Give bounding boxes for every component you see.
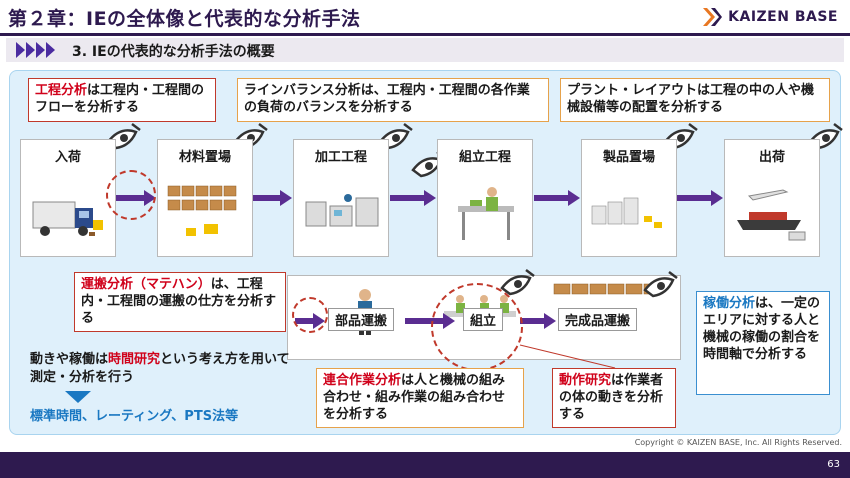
time-study-highlight: 時間研究	[108, 352, 161, 367]
note-combined-work: 連合作業分析は人と機械の組み合わせ・組み作業の組み合わせを分析する	[316, 368, 524, 428]
note-text: は、工程内・工程間の運搬の仕方を分析する	[81, 277, 277, 326]
flow-arrow	[677, 190, 723, 206]
process-label: 入荷	[54, 150, 81, 165]
chevron-icon	[26, 42, 35, 58]
copyright: Copyright © KAIZEN BASE, Inc. All Rights…	[634, 438, 842, 447]
note-text: は工程内・工程間のフローを分析する	[35, 83, 205, 115]
process-label: 加工工程	[314, 150, 367, 165]
note-handling-analysis: 運搬分析（マテハン）は、工程内・工程間の運搬の仕方を分析する	[74, 272, 286, 332]
footer-bar: 63	[0, 452, 850, 478]
time-study-text: 動きや稼働は時間研究という考え方を用いて測定・分析を行う	[30, 351, 290, 387]
chevron-icon	[16, 42, 25, 58]
product-storage-illustration	[591, 197, 662, 228]
flow-arrow	[253, 190, 292, 206]
chevron-icon	[46, 42, 55, 58]
process-label: 出荷	[758, 150, 785, 165]
highlight-circle	[106, 170, 156, 220]
page-title: 第２章：IEの全体像と代表的な分析手法	[8, 8, 361, 30]
note-process-analysis: 工程分析は工程内・工程間のフローを分析する	[28, 78, 216, 122]
process-assembly: 組立工程	[437, 139, 533, 257]
process-shipping: 出荷	[724, 139, 820, 257]
flow-arrow	[520, 313, 556, 329]
truck-illustration	[32, 201, 103, 236]
note-operation-analysis: 稼働分析は、一定のエリアに対する人と機械の稼働の割合を時間軸で分析する	[696, 291, 830, 395]
process-label: 組立工程	[458, 150, 511, 165]
note-highlight: 稼働分析	[703, 296, 756, 311]
note-highlight: 工程分析	[35, 83, 88, 98]
down-arrow-icon	[65, 391, 91, 403]
note-text: プラント・レイアウトは工程の中の人や機械設備等の配置を分析する	[567, 83, 815, 115]
assembly-illustration	[458, 187, 514, 240]
process-label: 製品置場	[602, 150, 655, 165]
process-machining: 加工工程	[293, 139, 389, 257]
title-divider	[0, 33, 850, 36]
eye-icon	[643, 271, 678, 298]
time-study-methods: 標準時間、レーティング、PTS法等	[30, 409, 239, 424]
shipping-illustration	[737, 189, 806, 241]
time-study-prefix: 動きや稼働は	[30, 352, 109, 367]
time-study-rest: という考え方を用いて測定・分析を行う	[30, 352, 290, 385]
note-motion-study: 動作研究は作業者の体の動きを分析する	[552, 368, 676, 428]
process-label: 材料置場	[178, 150, 231, 165]
sub-step-parts-handling: 部品運搬	[328, 308, 395, 331]
highlight-circle	[292, 297, 328, 333]
note-text: ラインバランス分析は、工程内・工程間の各作業の負荷のバランスを分析する	[244, 83, 530, 115]
section-header: 3. IEの代表的な分析手法の概要	[6, 38, 844, 62]
flow-arrow	[390, 190, 436, 206]
note-line-balance: ラインバランス分析は、工程内・工程間の各作業の負荷のバランスを分析する	[237, 78, 549, 122]
header: 第２章：IEの全体像と代表的な分析手法 KAIZEN BASE	[0, 0, 850, 33]
sub-step-finished-handling: 完成品運搬	[558, 308, 638, 331]
page-number: 63	[827, 459, 840, 470]
flow-arrow	[534, 190, 580, 206]
process-receiving: 入荷	[20, 139, 116, 257]
process-material-storage: 材料置場	[157, 139, 253, 257]
note-highlight: 運搬分析（マテハン）	[81, 277, 211, 292]
note-text: は人と機械の組み合わせ・組み作業の組み合わせを分析する	[323, 373, 506, 422]
logo: KAIZEN BASE	[701, 6, 838, 28]
section-title: 3. IEの代表的な分析手法の概要	[72, 44, 275, 60]
note-text: は、一定のエリアに対する人と機械の稼働の割合を時間軸で分析する	[703, 296, 821, 362]
machining-illustration	[305, 194, 379, 227]
note-highlight: 連合作業分析	[323, 373, 402, 388]
note-plant-layout: プラント・レイアウトは工程の中の人や機械設備等の配置を分析する	[560, 78, 830, 122]
process-product-storage: 製品置場	[581, 139, 677, 257]
note-highlight: 動作研究	[559, 373, 612, 388]
chevron-icon	[36, 42, 45, 58]
warehouse-illustration	[167, 185, 237, 236]
note-text: は作業者の体の動きを分析する	[559, 373, 664, 422]
kaizen-logo-icon	[703, 8, 723, 26]
eye-icon	[500, 269, 535, 296]
logo-text: KAIZEN BASE	[728, 9, 838, 25]
